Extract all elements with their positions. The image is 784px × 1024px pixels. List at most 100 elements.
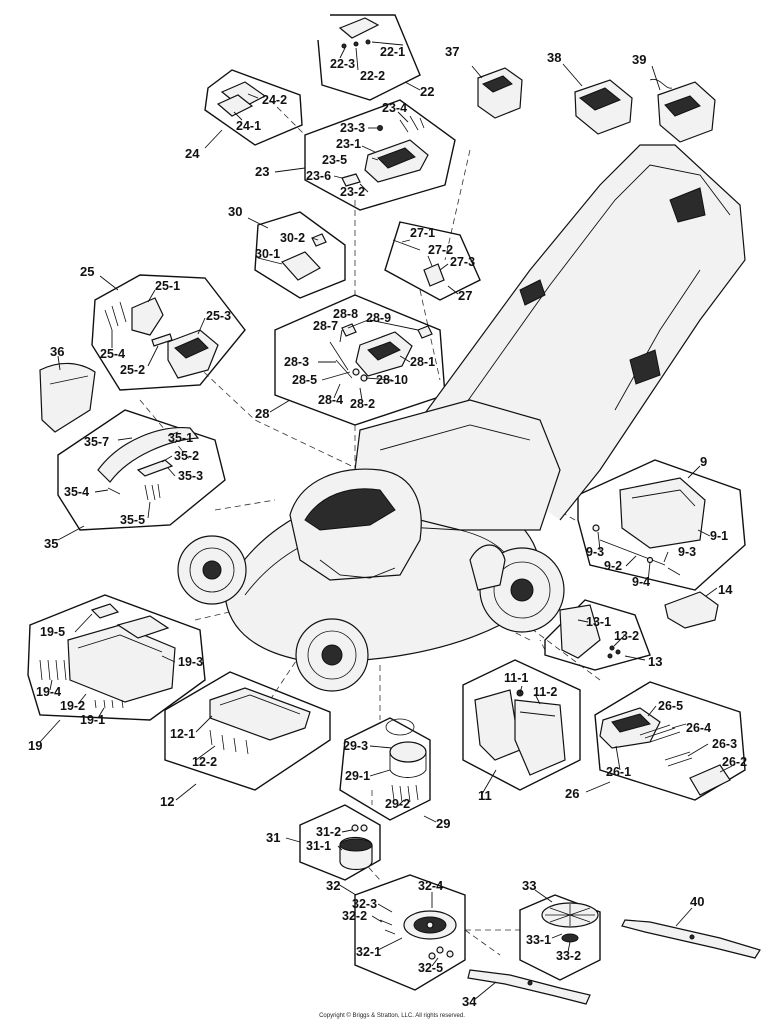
label-32: 32	[326, 878, 340, 893]
part-24-panel	[216, 81, 267, 117]
part-19-cover	[39, 603, 176, 709]
part-27-switch	[392, 239, 445, 287]
label-26-4: 26-4	[686, 721, 711, 735]
label-35-7: 35-7	[84, 435, 109, 449]
part-labels: 37 38 39 22-1 22-3 22-2 22 24-2 24-1 24 …	[28, 44, 747, 1009]
part-26-handle-block	[599, 707, 731, 796]
label-27-3: 27-3	[450, 255, 475, 269]
label-19-5: 19-5	[40, 625, 65, 639]
group-box-33	[519, 894, 601, 981]
group-box-11	[462, 659, 581, 791]
label-30-1: 30-1	[255, 247, 280, 261]
part-14-bracket	[664, 591, 719, 629]
group-box-23	[304, 99, 456, 211]
group-box-19	[27, 594, 206, 721]
label-33-2: 33-2	[556, 949, 581, 963]
label-30-2: 30-2	[280, 231, 305, 245]
label-32-3: 32-3	[352, 897, 377, 911]
part-37-battery	[477, 67, 523, 119]
part-38-battery	[574, 79, 633, 135]
label-36: 36	[50, 344, 64, 359]
label-35-3: 35-3	[178, 469, 203, 483]
label-32-5: 32-5	[418, 961, 443, 975]
label-23-6: 23-6	[306, 169, 331, 183]
part-29-ring	[385, 718, 427, 803]
label-11-1: 11-1	[504, 671, 528, 685]
label-19-2: 19-2	[60, 699, 85, 713]
label-9-3-left: 9-3	[586, 545, 604, 559]
part-34-blade	[467, 969, 591, 1005]
group-box-24	[204, 69, 303, 146]
label-29-1: 29-1	[345, 769, 370, 783]
label-29: 29	[436, 816, 450, 831]
label-31: 31	[266, 830, 280, 845]
label-27-1: 27-1	[410, 226, 435, 240]
label-28-9: 28-9	[366, 311, 391, 325]
label-28-1: 28-1	[410, 355, 435, 369]
label-27: 27	[458, 288, 472, 303]
part-25-housing	[104, 297, 219, 379]
label-11-2: 11-2	[533, 685, 557, 699]
label-14: 14	[718, 582, 733, 597]
label-23-5: 23-5	[322, 153, 347, 167]
label-35-1: 35-1	[168, 431, 193, 445]
label-13-2: 13-2	[614, 629, 639, 643]
label-26-3: 26-3	[712, 737, 737, 751]
part-32-disc	[379, 910, 457, 960]
group-box-9	[577, 459, 746, 591]
label-34: 34	[462, 994, 477, 1009]
label-26-2: 26-2	[722, 755, 747, 769]
label-35-4: 35-4	[64, 485, 89, 499]
label-40: 40	[690, 894, 704, 909]
label-26-1: 26-1	[606, 765, 631, 779]
group-box-32	[354, 874, 466, 991]
part-13-chute	[559, 604, 621, 659]
part-22-cover	[338, 17, 380, 49]
label-28-8: 28-8	[333, 307, 358, 321]
label-23-2: 23-2	[340, 185, 365, 199]
label-32-1: 32-1	[356, 945, 381, 959]
label-25: 25	[80, 264, 94, 279]
label-29-3: 29-3	[343, 739, 368, 753]
label-25-4: 25-4	[100, 347, 125, 361]
copyright-notice: Copyright © Briggs & Stratton, LLC. All …	[319, 1013, 465, 1019]
label-26-5: 26-5	[658, 699, 683, 713]
group-box-29	[339, 717, 431, 821]
label-9-1: 9-1	[710, 529, 728, 543]
label-12-2: 12-2	[192, 755, 217, 769]
label-31-2: 31-2	[316, 825, 341, 839]
part-39-charger	[649, 78, 716, 143]
label-37: 37	[445, 44, 459, 59]
label-28-2: 28-2	[350, 397, 375, 411]
group-box-26	[594, 681, 746, 801]
label-13: 13	[648, 654, 662, 669]
label-28-4: 28-4	[318, 393, 343, 407]
label-33-1: 33-1	[526, 933, 551, 947]
label-23-1: 23-1	[336, 137, 361, 151]
label-38: 38	[547, 50, 561, 65]
label-32-4: 32-4	[418, 879, 443, 893]
label-35-5: 35-5	[120, 513, 145, 527]
group-box-30	[254, 211, 346, 299]
label-25-2: 25-2	[120, 363, 145, 377]
group-box-31	[299, 804, 381, 881]
label-33: 33	[522, 878, 536, 893]
label-28-7: 28-7	[313, 319, 338, 333]
group-box-35	[57, 409, 226, 531]
label-30: 30	[228, 204, 242, 219]
label-25-1: 25-1	[155, 279, 180, 293]
label-29-2: 29-2	[385, 797, 410, 811]
label-9: 9	[700, 454, 707, 469]
label-23-4: 23-4	[382, 101, 407, 115]
label-25-3: 25-3	[206, 309, 231, 323]
part-31-motor	[339, 824, 373, 871]
label-12-1: 12-1	[170, 727, 195, 741]
group-box-12	[164, 671, 331, 791]
label-19-3: 19-3	[178, 655, 203, 669]
part-33-fan	[541, 902, 599, 943]
label-24-2: 24-2	[262, 93, 287, 107]
label-13-1: 13-1	[586, 615, 611, 629]
part-9-flap	[592, 477, 706, 576]
group-box-13	[544, 599, 651, 671]
label-24: 24	[185, 146, 200, 161]
